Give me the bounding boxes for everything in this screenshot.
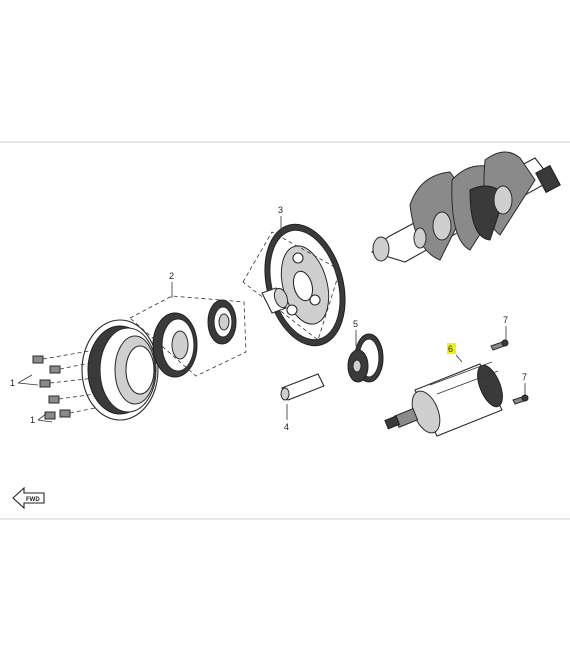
callout-1a-label: 1 [10,378,15,388]
callout-2-group: 2 [129,271,247,377]
callout-5-group: 5 [353,319,358,346]
flywheel-bolts [32,349,96,420]
fwd-label: FWD [26,497,40,503]
fwd-direction-arrow: FWD [12,486,45,510]
starter-clutch-plate [152,312,198,378]
large-starter-gear [264,223,346,347]
callout-6-highlight [447,343,456,354]
callout-7b-label: 7 [522,372,527,382]
callout-3-label: 3 [278,205,283,215]
flywheel [81,319,159,421]
callout-2-label: 2 [169,271,174,281]
callout-3-group: 3 [242,205,341,341]
bushing [261,287,289,314]
callout-4-group: 4 [284,404,289,432]
starter-bolts [490,339,529,405]
one-way-clutch [207,299,237,345]
starter-motor [384,361,503,437]
callout-7a-label: 7 [503,315,508,325]
idler-gear [347,333,384,383]
idler-shaft [280,373,325,401]
callout-1b-label: 1 [30,415,35,425]
crankshaft [370,151,561,263]
callout-7-group: 7 7 [503,315,527,395]
callout-1-group: 1 1 [10,374,53,425]
callout-4-label: 4 [284,422,289,432]
callout-6-label: 6 [448,344,453,354]
callout-6-group: 6 [447,343,463,363]
callout-5-label: 5 [353,319,358,329]
